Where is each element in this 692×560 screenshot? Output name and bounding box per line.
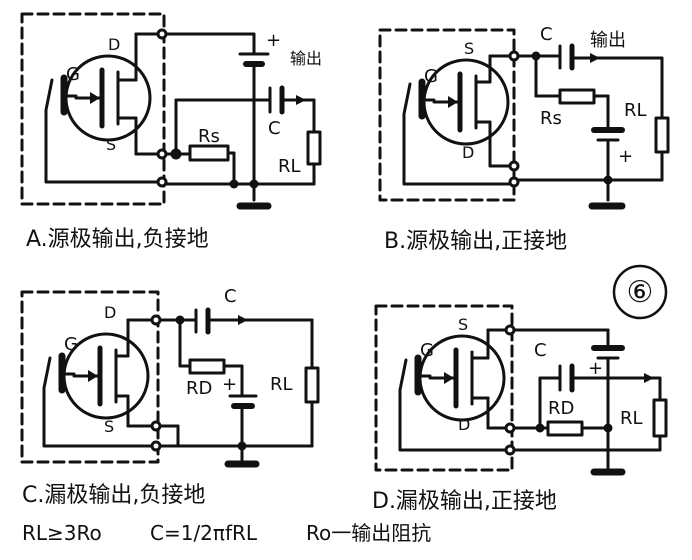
panel-c-circuit — [20, 290, 320, 468]
panel-c-terminal-g: G — [64, 334, 78, 355]
panel-d-caption: D.漏极输出,正接地 — [372, 489, 557, 514]
panel-b-output-label: 输出 — [590, 30, 626, 51]
panel-b-rl-label: RL — [624, 100, 647, 121]
panel-c-rl-label: RL — [270, 374, 293, 395]
panel-b-dashed-box — [378, 28, 516, 202]
panel-d-circuit — [374, 304, 668, 476]
formula-rl-condition: RL≥3Ro — [22, 521, 102, 545]
panel-b-plus-label: + — [618, 146, 633, 167]
panel-d-terminal-s: S — [458, 315, 468, 334]
panel-b-caption: B.源极输出,正接地 — [384, 229, 567, 254]
panel-a-rs-label: Rs — [198, 126, 220, 147]
panel-a-caption: A.源极输出,负接地 — [26, 227, 209, 252]
panel-d-c-label: C — [534, 340, 547, 361]
panel-a-circuit — [20, 12, 322, 210]
panel-d-terminal-g: G — [420, 340, 434, 361]
panel-b-terminal-d: D — [462, 143, 474, 162]
panel-a-terminal-d: D — [108, 35, 120, 54]
panel-d-rd-label: RD — [548, 398, 574, 419]
panel-a-terminal-s: S — [106, 135, 116, 154]
panel-a-terminal-g: G — [66, 64, 80, 85]
panel-c-c-label: C — [224, 286, 237, 307]
panel-a-output-label: 输出 — [290, 49, 322, 68]
panel-d-dashed-box — [374, 304, 514, 472]
panel-b-rs-label: Rs — [540, 108, 562, 129]
panel-c-plus-label: + — [222, 374, 237, 395]
panel-c-terminal-s: S — [104, 417, 114, 436]
figure-number: ⑥ — [627, 275, 654, 310]
panel-a-c-label: C — [268, 118, 281, 139]
panel-d-plus-label: + — [588, 358, 603, 379]
formula-ro-note: Ro一输出阻抗 — [306, 521, 431, 545]
panel-b-c-label: C — [540, 24, 553, 45]
panel-d-terminal-d: D — [458, 415, 470, 434]
panel-c-terminal-d: D — [104, 303, 116, 322]
panel-c-rd-label: RD — [186, 378, 212, 399]
panel-c-caption: C.漏极输出,负接地 — [22, 483, 205, 508]
panel-a-rl-label: RL — [278, 156, 301, 177]
panel-c-dashed-box — [20, 290, 160, 464]
panel-a-plus-label: + — [266, 30, 281, 51]
panel-b-terminal-g: G — [424, 66, 438, 87]
panel-b-terminal-s: S — [464, 39, 474, 58]
panel-b-circuit — [378, 28, 670, 210]
panel-a-dashed-box — [20, 12, 166, 206]
formula-c: C=1/2πfRL — [150, 521, 258, 545]
figure-number-circle — [612, 264, 668, 320]
panel-d-rl-label: RL — [620, 408, 643, 429]
